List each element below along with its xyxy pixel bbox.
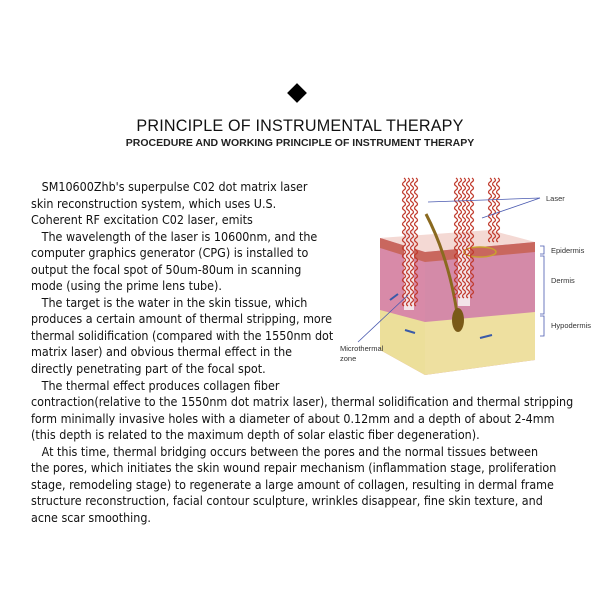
body-line: SM10600Zhb's superpulse C02 dot matrix l… [31,180,308,194]
body-line: The wavelength of the laser is 10600nm, … [31,229,318,244]
body-line: Coherent RF excitation C02 laser, emits [31,213,253,228]
label-hypodermis: Hypodermis [551,321,592,330]
body-line: directly penetrating part of the focal s… [31,362,266,377]
body-line: The thermal effect produces collagen fib… [31,378,280,393]
body-line: At this time, thermal bridging occurs be… [31,444,539,459]
page-subtitle: PROCEDURE AND WORKING PRINCIPLE OF INSTR… [125,137,475,149]
body-line: contraction(relative to the 1550nm dot m… [31,395,574,410]
laser-wave [413,177,419,307]
label-epidermis: Epidermis [551,246,585,255]
laser-wave [465,177,471,299]
laser-wave [461,177,467,299]
body-line: stage, remodeling stage) to regenerate a… [31,477,554,492]
laser-wave [491,177,497,243]
body-line: The target is the water in the skin tiss… [31,295,308,310]
laser-wave [495,177,501,243]
body-line: skin reconstruction system, which uses U… [31,196,277,211]
laser-wave [469,177,475,299]
body-line: form minimally invasive holes with a dia… [31,411,555,426]
label-laser: Laser [546,194,565,203]
label-zone: zone [340,354,357,363]
page-title: PRINCIPLE OF INSTRUMENTAL THERAPY [136,116,464,135]
body-line: acne scar smoothing. [31,510,151,525]
body-line: matrix laser) and obvious thermal effect… [31,345,293,360]
skin-diagram: Laser Epidermis Dermis Hypodermis Microt… [330,170,600,380]
body-line: produces a certain amount of thermal str… [31,312,332,327]
laser-wave [457,177,463,299]
body-line: the pores, which initiates the skin woun… [31,461,557,476]
body-line: structure reconstruction, facial contour… [31,494,543,509]
body-line: mode (using the prime lens tube). [31,279,222,294]
body-line: (this depth is related to the maximum de… [31,428,480,443]
laser-wave [401,177,407,307]
body-line: computer graphics generator (CPG) is ins… [31,246,309,261]
laser-wave [405,177,411,307]
skin-cross-section-illustration [357,177,545,375]
body-line: thermal solidification (compared with th… [31,328,334,343]
laser-wave [409,177,415,307]
laser-wave [453,177,459,299]
label-dermis: Dermis [551,276,575,285]
body-text: SM10600Zhb's superpulse C02 dot matrix l… [31,179,573,526]
body-line: output the focal spot of 50um-80um in sc… [31,262,302,277]
diamond-icon [287,83,307,103]
laser-wave [487,177,493,243]
label-microthermal: Microthermal [340,344,384,353]
